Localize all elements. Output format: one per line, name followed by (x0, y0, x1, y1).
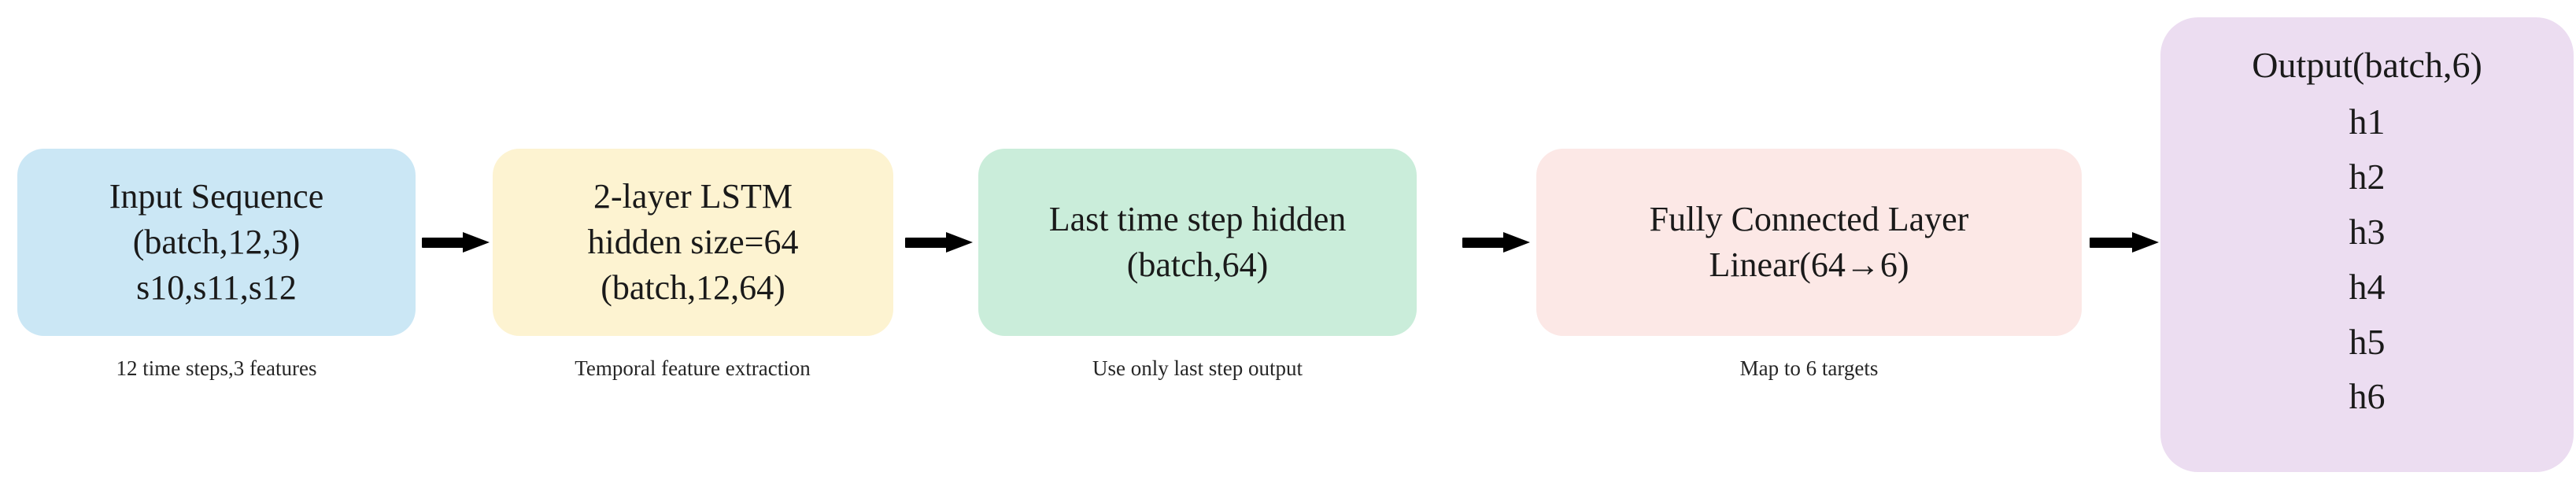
node-output-line-6: h5 (2349, 321, 2386, 362)
arrow-head (2132, 232, 2159, 253)
node-lstm: 2-layer LSTM hidden size=64 (batch,12,64… (493, 149, 893, 336)
caption-last-hidden: Use only last step output (1092, 356, 1303, 380)
node-last-hidden-line-2: (batch,64) (1126, 245, 1269, 284)
node-fully-connected: Fully Connected Layer Linear(64→6) (1536, 149, 2082, 336)
arrow-last-hidden-to-fc (1462, 232, 1530, 253)
arrow-fc-to-output (2090, 232, 2159, 253)
node-output-line-5: h4 (2349, 266, 2386, 307)
node-lstm-line-3: (batch,12,64) (601, 268, 785, 308)
caption-lstm: Temporal feature extraction (575, 356, 811, 380)
arrow-shaft (905, 238, 949, 248)
caption-fully-connected: Map to 6 targets (1739, 356, 1879, 380)
node-fully-connected-line-2: Linear(64→6) (1709, 245, 1909, 284)
node-output-line-2: h1 (2349, 101, 2386, 142)
node-output-line-4: h3 (2349, 211, 2386, 252)
arrow-input-to-lstm (422, 232, 490, 253)
arrow-head (1503, 232, 1530, 253)
node-input-sequence-line-3: s10,s11,s12 (136, 268, 297, 308)
node-input-sequence: Input Sequence (batch,12,3) s10,s11,s12 (17, 149, 416, 336)
node-lstm-line-2: hidden size=64 (587, 222, 799, 261)
node-last-hidden: Last time step hidden (batch,64) (978, 149, 1417, 336)
node-output-line-7: h6 (2349, 376, 2386, 417)
node-fully-connected-line-1: Fully Connected Layer (1649, 199, 1969, 238)
node-lstm-line-1: 2-layer LSTM (593, 176, 793, 216)
node-output-line-1: Output(batch,6) (2252, 45, 2482, 85)
caption-input-sequence: 12 time steps,3 features (116, 356, 317, 380)
node-last-hidden-line-1: Last time step hidden (1048, 199, 1347, 238)
arrow-head (463, 232, 490, 253)
arrow-lstm-to-last-hidden (905, 232, 973, 253)
node-input-sequence-line-1: Input Sequence (109, 176, 324, 216)
arrow-head (946, 232, 973, 253)
node-output: Output(batch,6) h1 h2 h3 h4 h5 h6 (2160, 17, 2574, 472)
node-output-line-3: h2 (2349, 156, 2386, 197)
arrow-shaft (2090, 238, 2135, 248)
arrow-shaft (422, 238, 466, 248)
node-input-sequence-line-2: (batch,12,3) (132, 222, 301, 261)
arrow-shaft (1462, 238, 1506, 248)
